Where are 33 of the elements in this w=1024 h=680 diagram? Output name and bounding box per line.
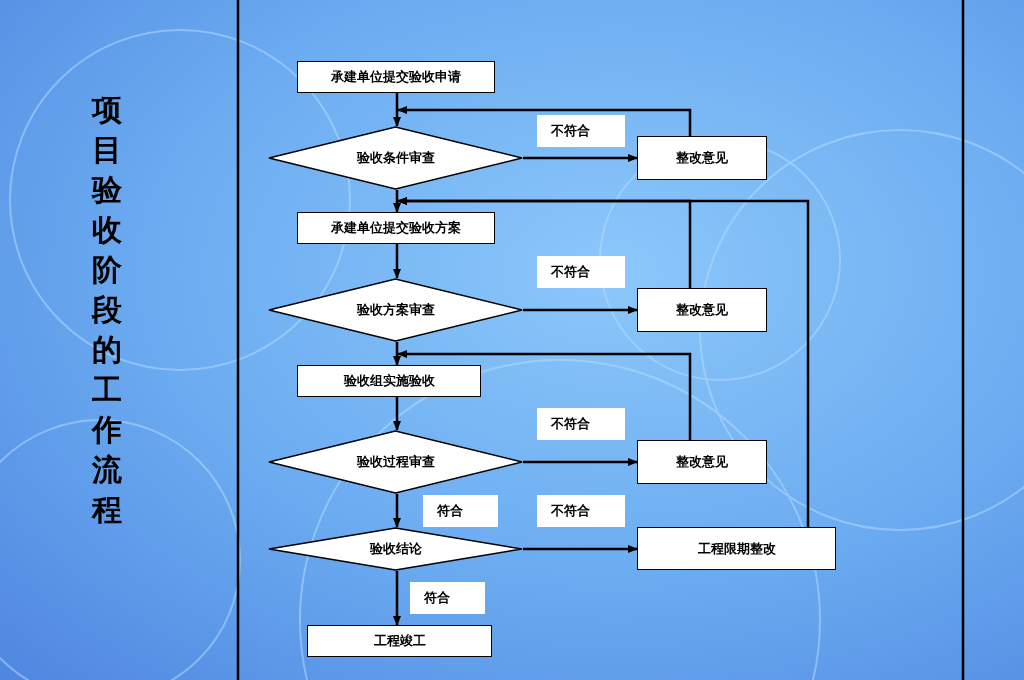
arrow [523,545,638,553]
arrow [523,306,638,314]
arrow [523,154,638,162]
arrow [393,190,401,213]
arrow [393,571,401,626]
process-box: 承建单位提交验收申请 [297,61,495,93]
edge-label: 不符合 [537,256,625,288]
process-box: 验收组实施验收 [297,365,481,397]
process-box: 承建单位提交验收方案 [297,212,495,244]
decision-diamond: 验收方案审查 [268,278,523,342]
process-box: 整改意见 [637,136,767,180]
edge-label: 符合 [410,582,485,614]
arrow [397,106,692,136]
process-box: 整改意见 [637,288,767,332]
decision-diamond: 验收过程审查 [268,430,523,494]
arrow [397,350,692,440]
vertical-title: 项目验收阶段的工作流程 [92,91,123,529]
edge-label: 不符合 [537,115,625,147]
arrow [523,458,638,466]
decision-diamond: 验收条件审查 [268,126,523,190]
arrow [393,244,401,279]
arrow [393,93,401,127]
process-box: 整改意见 [637,440,767,484]
arrow [397,197,810,527]
arrow [393,397,401,431]
arrow [393,494,401,528]
decision-diamond: 验收结论 [268,527,523,571]
edge-label: 不符合 [537,495,625,527]
edge-label: 不符合 [537,408,625,440]
process-box: 工程竣工 [307,625,492,657]
arrow [393,342,401,366]
edge-label: 符合 [423,495,498,527]
process-box: 工程限期整改 [637,527,836,570]
